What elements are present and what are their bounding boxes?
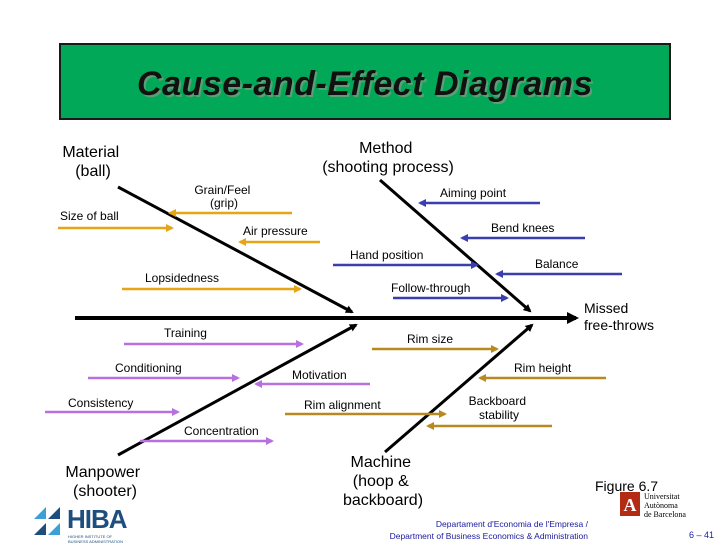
- bone-material: [117, 185, 354, 314]
- label-follow-through: Follow-through: [391, 281, 470, 295]
- hiba-mark-icon: [32, 505, 62, 537]
- hiba-wordmark: HIBA: [67, 504, 128, 534]
- label-hand-position: Hand position: [350, 248, 423, 262]
- label-backboard-stability: Backboard stability: [469, 394, 530, 422]
- label-concentration: Concentration: [184, 424, 259, 438]
- footer-department: Departament d'Economia de l'Empresa / De…: [390, 518, 588, 542]
- label-rim-height: Rim height: [514, 361, 572, 375]
- hiba-subtitle: HIGHER INSTITUTE OF BUSINESS ADMINISTRAT…: [68, 534, 123, 544]
- footer-line-2: Department of Business Economics & Admin…: [389, 531, 588, 541]
- label-training: Training: [164, 326, 207, 340]
- uab-line-3: de Barcelona: [644, 510, 686, 519]
- label-bend-knees: Bend knees: [491, 221, 554, 235]
- label-consistency: Consistency: [68, 396, 133, 410]
- uab-line-2: Autònoma: [644, 501, 678, 510]
- bone-manpower: [117, 323, 358, 457]
- bone-method: [379, 178, 532, 313]
- label-lopsidedness: Lopsidedness: [145, 271, 219, 285]
- category-machine: Machine (hoop & backboard): [343, 454, 423, 509]
- hiba-subtitle-line-2: BUSINESS ADMINISTRATION: [68, 539, 124, 544]
- label-motivation: Motivation: [292, 368, 347, 382]
- material-cause-arrows: [58, 209, 320, 293]
- label-conditioning: Conditioning: [115, 361, 182, 375]
- method-cause-arrows: [333, 199, 622, 302]
- label-size-of-ball: Size of ball: [60, 209, 119, 223]
- manpower-cause-arrows: [45, 340, 370, 445]
- figure-label: Figure 6.7: [595, 478, 659, 494]
- label-rim-size: Rim size: [407, 332, 453, 346]
- label-rim-alignment: Rim alignment: [304, 398, 381, 412]
- machine-cause-arrows: [285, 345, 606, 430]
- bone-machine: [384, 323, 534, 454]
- footer-slash: /: [585, 519, 588, 529]
- uab-line-1: Universitat: [644, 492, 680, 501]
- hiba-logo: HIBA HIGHER INSTITUTE OF BUSINESS ADMINI…: [32, 503, 132, 544]
- page-number: 6 – 41: [688, 530, 714, 540]
- label-grain: Grain/Feel (grip): [194, 183, 253, 210]
- slide-title: Cause-and-Effect Diagrams: [137, 65, 593, 103]
- uab-wordmark: Universitat Autònoma de Barcelona: [644, 492, 686, 519]
- uab-logo: A Universitat Autònoma de Barcelona: [620, 492, 700, 520]
- label-balance: Balance: [535, 257, 579, 271]
- effect-label: Missed free-throws: [584, 300, 654, 333]
- category-material: Material (ball): [62, 144, 123, 180]
- category-method: Method (shooting process): [322, 140, 454, 176]
- hiba-subtitle-line-1: HIGHER INSTITUTE OF: [68, 534, 112, 539]
- uab-mark-icon: A: [620, 492, 640, 516]
- category-manpower: Manpower (shooter): [65, 464, 144, 500]
- footer-line-1: Departament d'Economia de l'Empresa: [435, 519, 584, 529]
- title-banner: Cause-and-Effect Diagrams: [59, 43, 671, 120]
- label-aiming-point: Aiming point: [440, 186, 507, 200]
- label-air-pressure: Air pressure: [243, 224, 308, 238]
